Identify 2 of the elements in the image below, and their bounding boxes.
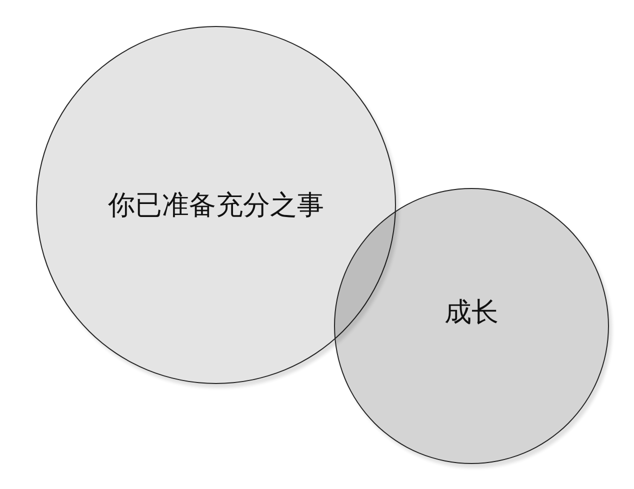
circle-label: 成长 xyxy=(444,296,498,330)
circle-label: 你已准备充分之事 xyxy=(108,189,324,223)
